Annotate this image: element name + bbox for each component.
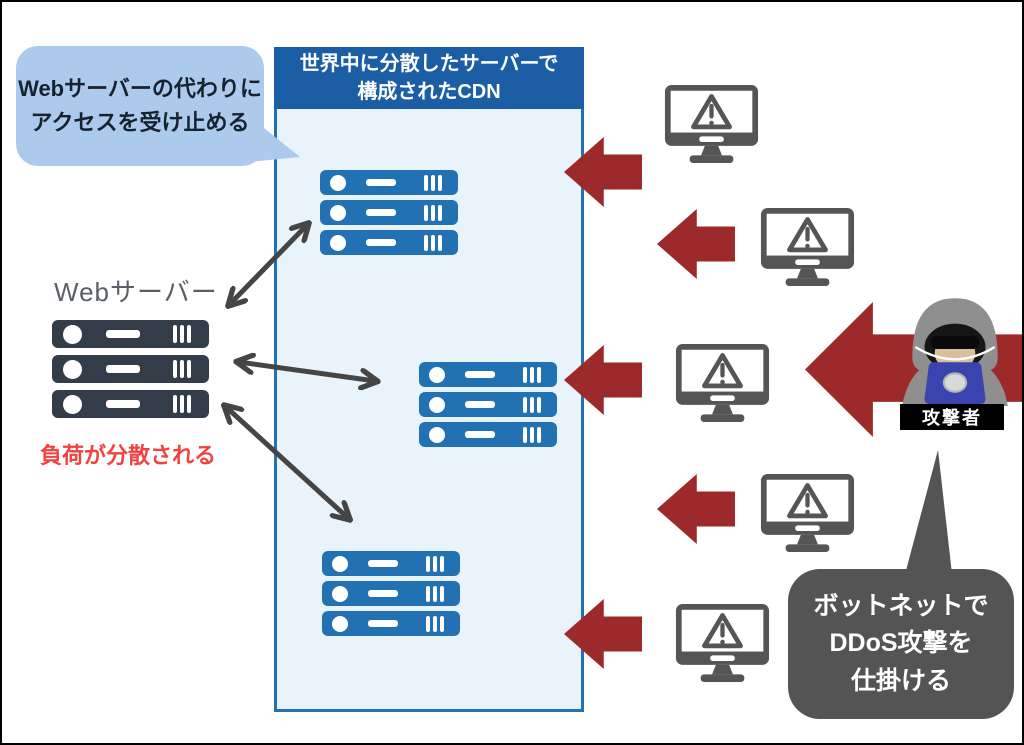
cdn-server-stack-3 [322,551,460,641]
monitor-warning-icon [675,603,770,683]
server-vents-icon [523,426,544,443]
server-icon [419,362,557,387]
server-vents-icon [173,395,194,413]
monitor-warning-icon [664,84,759,164]
monitor-warning-icon [760,473,855,553]
attacker-hood-brim [914,345,996,361]
server-vents-icon [424,174,445,191]
botnet-bubble-line2: DDoS攻撃を [829,629,973,658]
server-icon [322,581,460,606]
cdn-role-bubble-line2: アクセスを受け止める [30,110,250,135]
cdn-server-stack-1 [320,170,458,260]
botnet-bubble-line1: ボットネットで [813,591,989,620]
server-slot-icon [106,330,140,338]
server-vents-icon [426,615,447,632]
server-led-icon [429,396,445,413]
server-slot-icon [465,401,495,408]
red-attack-arrow-icon [657,474,735,544]
monitor-warning-icon [675,343,770,423]
botnet-bubble-tail [904,450,952,578]
server-slot-icon [106,400,140,408]
server-slot-icon [106,365,140,373]
server-icon [52,355,209,383]
server-led-icon [330,174,346,191]
server-slot-icon [368,560,398,567]
server-icon [419,392,557,417]
server-led-icon [63,359,82,379]
server-vents-icon [523,366,544,383]
server-led-icon [330,234,346,251]
server-icon [322,551,460,576]
attacker-label: 攻撃者 [900,404,1004,430]
cdn-title-line1: 世界中に分散したサーバーで [299,53,559,75]
red-attack-arrow-icon [657,209,735,279]
server-icon [320,200,458,225]
cdn-title-line2: 構成されたCDN [357,81,501,103]
server-vents-icon [424,204,445,221]
web-server-stack [52,320,209,425]
server-slot-icon [465,371,495,378]
server-vents-icon [173,360,194,378]
server-led-icon [63,394,82,414]
server-vents-icon [173,325,194,343]
server-vents-icon [424,234,445,251]
server-icon [320,170,458,195]
server-slot-icon [366,179,396,186]
attacker-glasses [930,335,980,350]
server-slot-icon [465,431,495,438]
cdn-title: 世界中に分散したサーバーで 構成されたCDN [274,47,584,109]
server-led-icon [429,426,445,443]
server-slot-icon [366,239,396,246]
server-led-icon [429,366,445,383]
server-icon [52,320,209,348]
server-slot-icon [368,620,398,627]
server-icon [419,422,557,447]
server-vents-icon [426,555,447,572]
server-slot-icon [366,209,396,216]
botnet-bubble: ボットネットで DDoS攻撃を 仕掛ける [788,569,1014,719]
cdn-role-bubble-line1: Webサーバーの代わりに [18,75,262,101]
attacker-laptop-logo [942,372,968,393]
server-led-icon [330,204,346,221]
server-led-icon [332,585,348,602]
server-led-icon [63,324,82,344]
cdn-server-stack-2 [419,362,557,452]
server-led-icon [332,615,348,632]
server-vents-icon [523,396,544,413]
cdn-role-bubble: Webサーバーの代わりに アクセスを受け止める [16,46,264,166]
server-icon [322,611,460,636]
attacker-hacker-icon [902,298,1008,406]
server-icon [320,230,458,255]
server-led-icon [332,555,348,572]
server-icon [52,390,209,418]
server-vents-icon [426,585,447,602]
botnet-bubble-line3: 仕掛ける [850,666,951,695]
load-balanced-note: 負荷が分散される [40,443,217,468]
monitor-warning-icon [760,207,855,287]
server-slot-icon [368,590,398,597]
web-server-label: Webサーバー [54,277,218,307]
